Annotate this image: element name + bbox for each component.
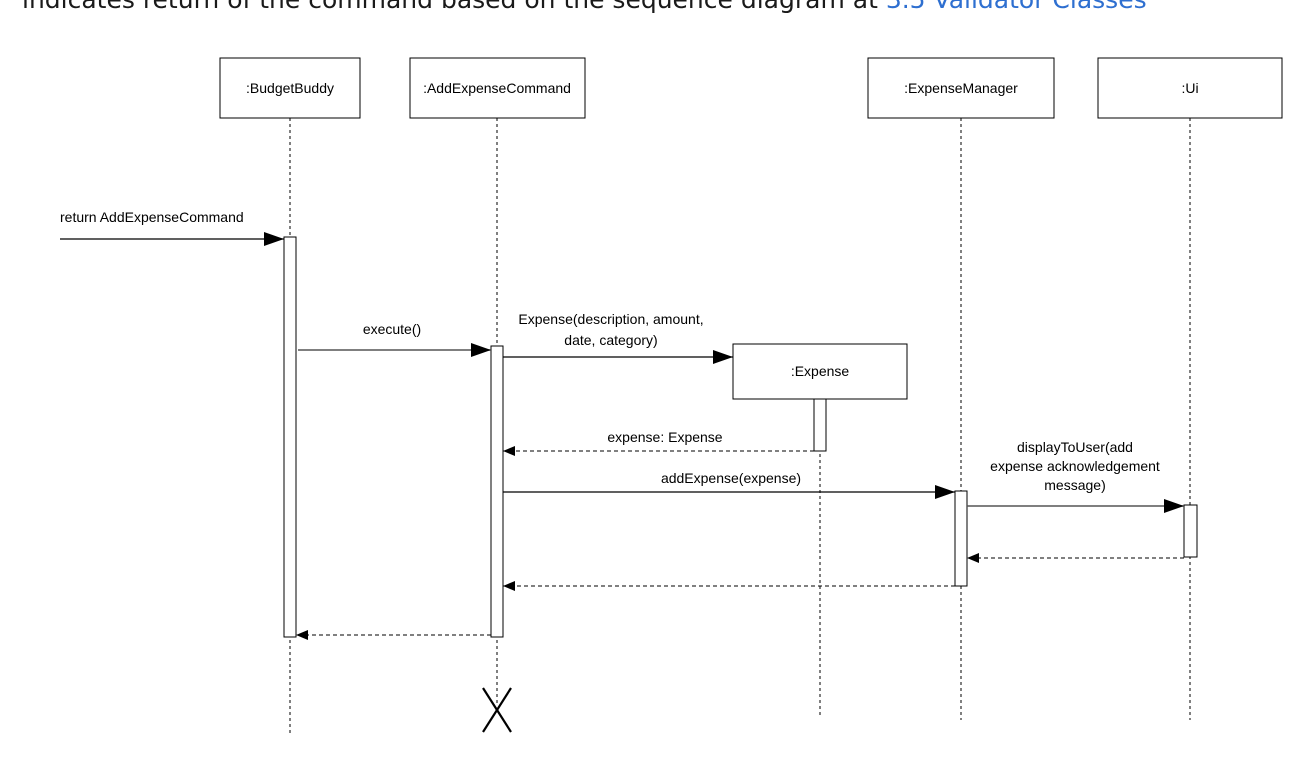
- participant-add-expense-command-label: :AddExpenseCommand: [423, 80, 571, 96]
- participant-add-expense-command: :AddExpenseCommand: [409, 57, 586, 119]
- participant-expense-manager-label: :ExpenseManager: [904, 80, 1018, 96]
- message-expense-return-label: expense: Expense: [607, 429, 722, 445]
- participant-ui-label: :Ui: [1181, 80, 1198, 96]
- validator-classes-link[interactable]: 3.5 Validator Classes: [886, 0, 1147, 14]
- participant-budget-buddy: :BudgetBuddy: [219, 57, 361, 119]
- message-display-to-user-label-line2: expense acknowledgement: [990, 458, 1160, 474]
- caption-text: indicates return of the command based on…: [22, 0, 886, 14]
- activation-budget-buddy: [283, 236, 297, 638]
- participant-budget-buddy-label: :BudgetBuddy: [246, 80, 334, 96]
- participant-ui: :Ui: [1097, 57, 1283, 119]
- activation-ui: [1183, 504, 1198, 558]
- message-expense-constructor-label-line2: date, category): [564, 332, 657, 348]
- activation-expense: [813, 398, 827, 452]
- participant-expense-manager: :ExpenseManager: [867, 57, 1055, 119]
- activation-expense-manager: [954, 490, 968, 587]
- destroy-marker-icon: [482, 687, 512, 733]
- participant-expense-label: :Expense: [791, 363, 850, 379]
- message-display-to-user-label-line1: displayToUser(add: [1017, 439, 1133, 455]
- message-display-to-user-label-line3: message): [1044, 477, 1105, 493]
- message-execute-label: execute(): [363, 321, 421, 337]
- message-return-add-expense-command-label: return AddExpenseCommand: [60, 209, 244, 225]
- message-expense-constructor-label-line1: Expense(description, amount,: [518, 311, 703, 327]
- activation-add-expense-command: [490, 345, 504, 638]
- message-add-expense-label: addExpense(expense): [661, 470, 801, 486]
- caption: indicates return of the command based on…: [22, 0, 1147, 16]
- participant-expense: :Expense: [732, 343, 908, 400]
